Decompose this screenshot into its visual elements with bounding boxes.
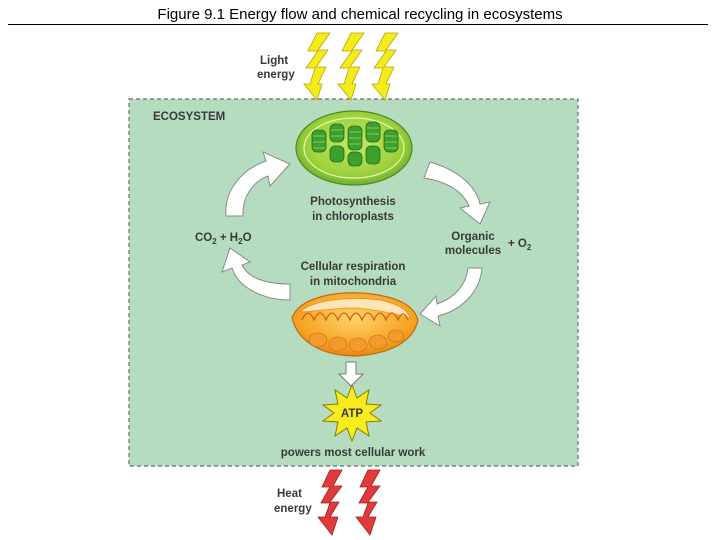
co2-h2o-label: CO2 + H2O [195, 232, 252, 246]
cycle-arrow-icon [419, 267, 483, 328]
photosynthesis-label-line1: Photosynthesis [310, 196, 396, 208]
cycle-arrow-icon [423, 161, 491, 225]
cycle-arrow-icon [221, 247, 291, 301]
organic-molecules-label-line1: Organic [451, 231, 495, 243]
chloroplast-icon [295, 110, 413, 186]
mitochondrion-icon [291, 292, 419, 357]
atp-star-icon [321, 383, 383, 443]
o2-label: + O2 [508, 238, 532, 252]
heat-bolt-icon [317, 469, 343, 536]
ecosystem-label: ECOSYSTEM [153, 111, 225, 123]
heat-bolt-icon [355, 469, 381, 536]
cycle-arrow-icon [225, 151, 291, 217]
light-bolt-icon [337, 32, 365, 101]
atp-label: ATP [341, 408, 363, 420]
heat-energy-label-line1: Heat [277, 488, 302, 500]
heat-energy-label-line2: energy [274, 503, 312, 515]
light-energy-label-line2: energy [257, 69, 295, 81]
down-arrow-icon [337, 361, 365, 387]
title-rule [8, 24, 708, 25]
light-bolt-icon [303, 32, 331, 101]
photosynthesis-label-line2: in chloroplasts [312, 211, 394, 223]
organic-molecules-label-line2: molecules [445, 245, 501, 257]
light-energy-label-line1: Light [260, 55, 288, 67]
page-title: Figure 9.1 Energy flow and chemical recy… [157, 6, 563, 23]
powers-label: powers most cellular work [281, 447, 426, 459]
respiration-label-line2: in mitochondria [310, 276, 397, 288]
light-bolt-icon [371, 32, 399, 101]
respiration-label-line1: Cellular respiration [301, 261, 406, 273]
